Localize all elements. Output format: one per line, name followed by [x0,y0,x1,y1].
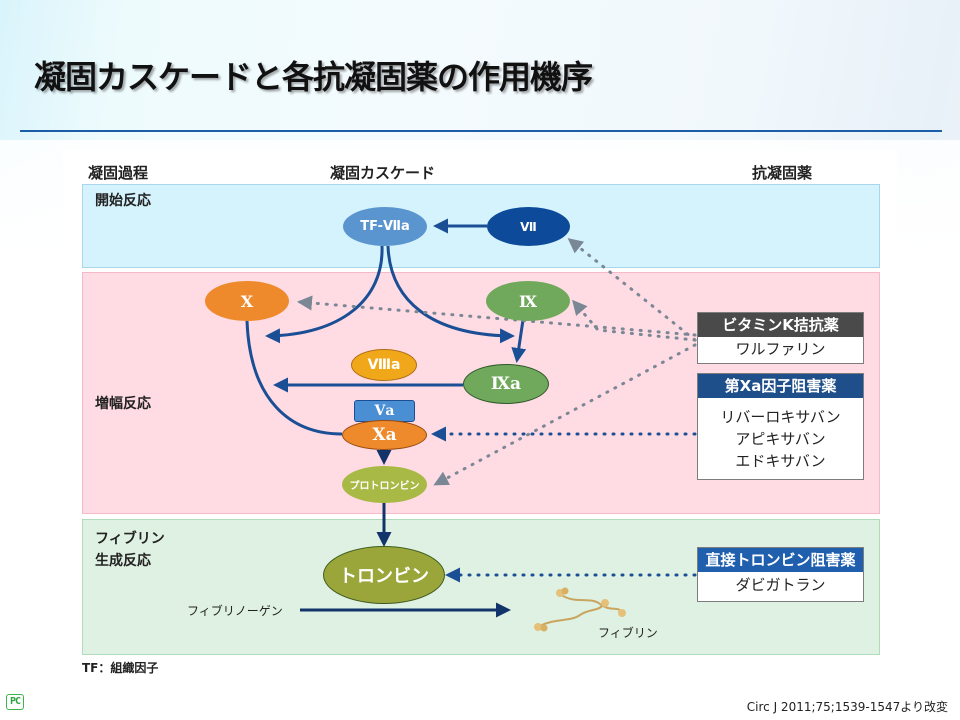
slide-title: 凝固カスケードと各抗凝固薬の作用機序 [34,58,593,96]
arrow-tfviia-to-x-activation [265,245,384,344]
node-va: Ⅴa [354,400,415,422]
drug-class-vitamin-k-antagonist: ビタミンK拮抗薬 [698,313,863,337]
arrow-ix-to-ixa [511,319,527,363]
inhibit-vka-to-prothrombin [433,343,697,486]
footnote-tf: TF：組織因子 [82,661,159,675]
arrow-tfviia-to-ix-activation [386,245,515,344]
zone-label-fibrin-line2: 生成反応 [95,553,151,569]
inhibit-vka-to-vii [567,238,697,342]
node-vii: Ⅶ [487,207,570,246]
node-tf-viia: TF-Ⅶa [343,207,427,246]
header-cascade: 凝固カスケード [330,164,436,182]
zone-label-fibrin-formation: フィブリン 生成反応 [95,528,165,572]
inhibit-vka-to-ix [572,299,697,342]
node-x: Ⅹ [205,281,289,321]
label-fibrinogen: フィブリノーゲン [187,604,283,618]
drug-agent-warfarin: ワルファリン [735,340,826,358]
drug-class-direct-thrombin-inhibitor: 直接トロンビン阻害薬 [698,548,863,572]
pc-logo-icon: PC [6,694,24,710]
label-fibrin: フィブリン [598,626,658,640]
drug-box-direct-thrombin-inhibitor: 直接トロンビン阻害薬 ダビガトラン [697,547,864,602]
drug-class-xa-inhibitors: 第Ⅹa因子阻害薬 [698,374,863,398]
zone-label-fibrin-line1: フィブリン [95,531,165,547]
drug-box-vitamin-k-antagonist: ビタミンK拮抗薬 ワルファリン [697,312,864,364]
zone-label-initiation: 開始反応 [95,193,151,209]
header-process: 凝固過程 [88,164,149,182]
arrow-x-to-xa [245,320,343,436]
node-prothrombin: プロトロンビン [342,466,427,503]
header-anticoagulants: 抗凝固薬 [752,164,813,182]
node-ixa: Ⅸa [463,364,549,404]
zone-label-amplification: 増幅反応 [95,396,151,412]
drug-agents-xa-inhibitors: リバーロキサバン アピキサバン エドキサバン [698,398,863,475]
node-ix: Ⅸ [486,281,570,321]
node-xa: Ⅹa [342,420,427,450]
drug-agent-rivaroxaban: リバーロキサバン [720,408,841,426]
drug-agent-apixaban: アピキサバン [735,430,826,448]
drug-agent-dabigatran: ダビガトラン [735,576,826,594]
title-divider [20,130,942,132]
drug-agent-edoxaban: エドキサバン [735,452,826,470]
fibrin-strands-icon [534,587,626,632]
node-thrombin: トロンビン [323,546,445,604]
inhibit-vka-to-x [297,295,697,337]
citation: Circ J 2011;75;1539-1547より改変 [746,700,948,714]
drug-box-xa-inhibitors: 第Ⅹa因子阻害薬 リバーロキサバン アピキサバン エドキサバン [697,373,864,480]
node-viiia: Ⅷa [351,349,417,381]
